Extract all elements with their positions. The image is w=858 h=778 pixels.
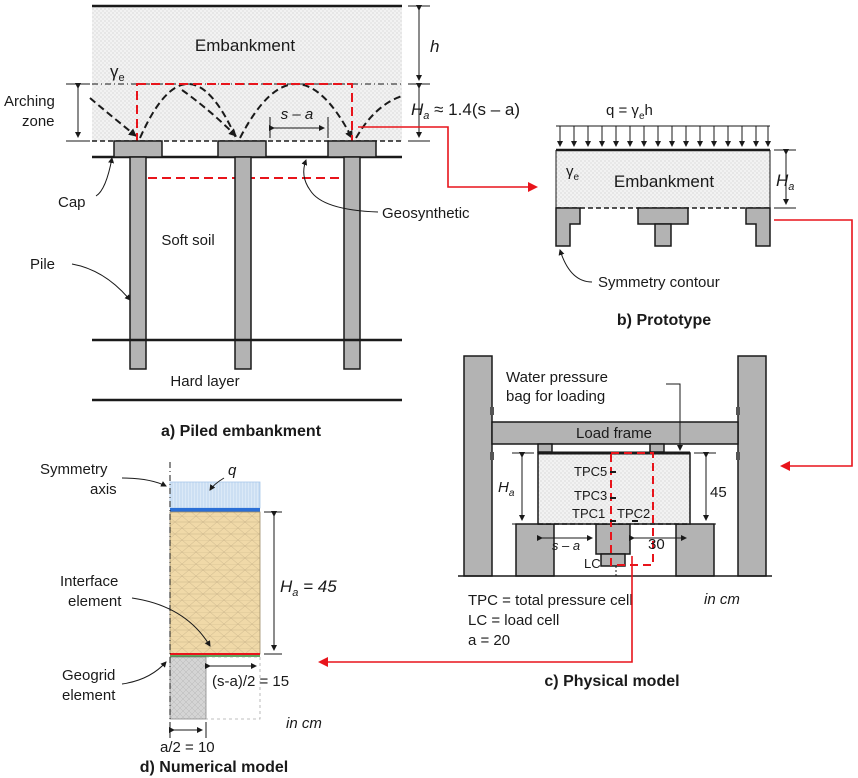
interface-line1: Interface [60, 573, 118, 590]
panel-a-piled-embankment: Embankment γe h Arching zone Ha ≈ 1.4(s … [4, 4, 520, 440]
embankment-label-a: Embankment [195, 36, 295, 55]
caption-b: b) Prototype [617, 312, 711, 329]
ha-formula-a: Ha ≈ 1.4(s – a) [411, 100, 520, 122]
connector-a-to-b [358, 126, 538, 192]
symmetry-contour-leader [558, 249, 593, 283]
connector-b-to-c [774, 219, 853, 471]
load-plate-d [170, 508, 260, 512]
soft-soil-label: Soft soil [161, 232, 214, 249]
tpc1-label: TPC1 [572, 506, 605, 521]
water-line2: bag for loading [506, 388, 605, 405]
lc-label: LC [584, 556, 601, 571]
load-arrows-b [556, 125, 771, 147]
tpc2-label: TPC2 [617, 506, 650, 521]
embankment-fill-a [92, 6, 402, 141]
frame-c [463, 355, 767, 577]
legend-lc: LC = load cell [468, 612, 559, 629]
pressure-cells-c [610, 471, 638, 522]
dimension-ha-b [774, 149, 796, 209]
gamma-e-b: γe [566, 163, 580, 183]
caption-c: c) Physical model [544, 673, 679, 690]
symmetry-line1: Symmetry [40, 461, 108, 478]
geosynthetic-label: Geosynthetic [382, 205, 470, 222]
gamma-e-a: γe [110, 62, 125, 84]
tpc5-label: TPC5 [574, 464, 607, 479]
pile-label: Pile [30, 256, 55, 273]
legend-a: a = 20 [468, 632, 510, 649]
arching-zone-line2: zone [22, 113, 55, 130]
in-cm-c: in cm [704, 591, 740, 608]
dimension-s-a [269, 117, 329, 138]
cap-label: Cap [58, 194, 86, 211]
load-frame-label: Load frame [576, 425, 652, 442]
ha-label-b: Ha [776, 171, 794, 193]
bolts-c [490, 407, 740, 460]
legend-tpc: TPC = total pressure cell [468, 592, 633, 609]
water-line1: Water pressure [506, 369, 608, 386]
caption-a: a) Piled embankment [161, 423, 322, 440]
caption-d: d) Numerical model [140, 759, 288, 776]
dims-c [512, 383, 716, 541]
hard-layer-label: Hard layer [170, 373, 239, 390]
arching-zone-line1: Arching [4, 93, 55, 110]
panel-d-numerical-model: Symmetry axis q Interface element Ha = 4… [40, 461, 337, 776]
s-a-half-label: (s-a)/2 = 15 [212, 673, 289, 690]
q-formula-b: q = γeh [606, 102, 653, 122]
s-a-label-c: s – a [552, 538, 580, 553]
dim-45-c: 45 [710, 484, 727, 501]
in-cm-d: in cm [286, 715, 322, 732]
caps-b [555, 207, 771, 247]
panel-c-physical-model: Water pressure bag for loading Load fram… [458, 355, 772, 690]
dimension-arching [66, 83, 90, 142]
embankment-fill-b [556, 150, 770, 208]
geogrid-line2: element [62, 687, 116, 704]
pile-mesh-d [169, 656, 207, 720]
soil-mesh-d [169, 511, 261, 655]
interface-line2: element [68, 593, 122, 610]
a-half-label: a/2 = 10 [160, 739, 215, 756]
dim-30-c: 30 [648, 536, 665, 553]
geogrid-line1: Geogrid [62, 667, 115, 684]
surcharge-d [169, 481, 261, 509]
ha-label-d: Ha = 45 [280, 577, 337, 599]
q-label-d: q [228, 462, 237, 479]
piles-and-caps [113, 140, 377, 370]
embankment-label-b: Embankment [614, 172, 714, 191]
h-label: h [430, 37, 439, 56]
soil-box-c [537, 452, 691, 525]
soft-soil-outline-d [206, 656, 261, 720]
panel-b-prototype: q = γeh γe Embankment Ha Symmetry contou… [555, 102, 796, 329]
dimension-h [408, 5, 430, 142]
ha-label-c: Ha [498, 479, 515, 499]
tpc3-label: TPC3 [574, 488, 607, 503]
dims-d [121, 477, 282, 738]
symmetry-contour-label: Symmetry contour [598, 274, 720, 291]
s-a-label-a: s – a [281, 106, 314, 123]
symmetry-line2: axis [90, 481, 117, 498]
leaders-a [71, 157, 379, 301]
connector-c-to-d [318, 556, 633, 667]
